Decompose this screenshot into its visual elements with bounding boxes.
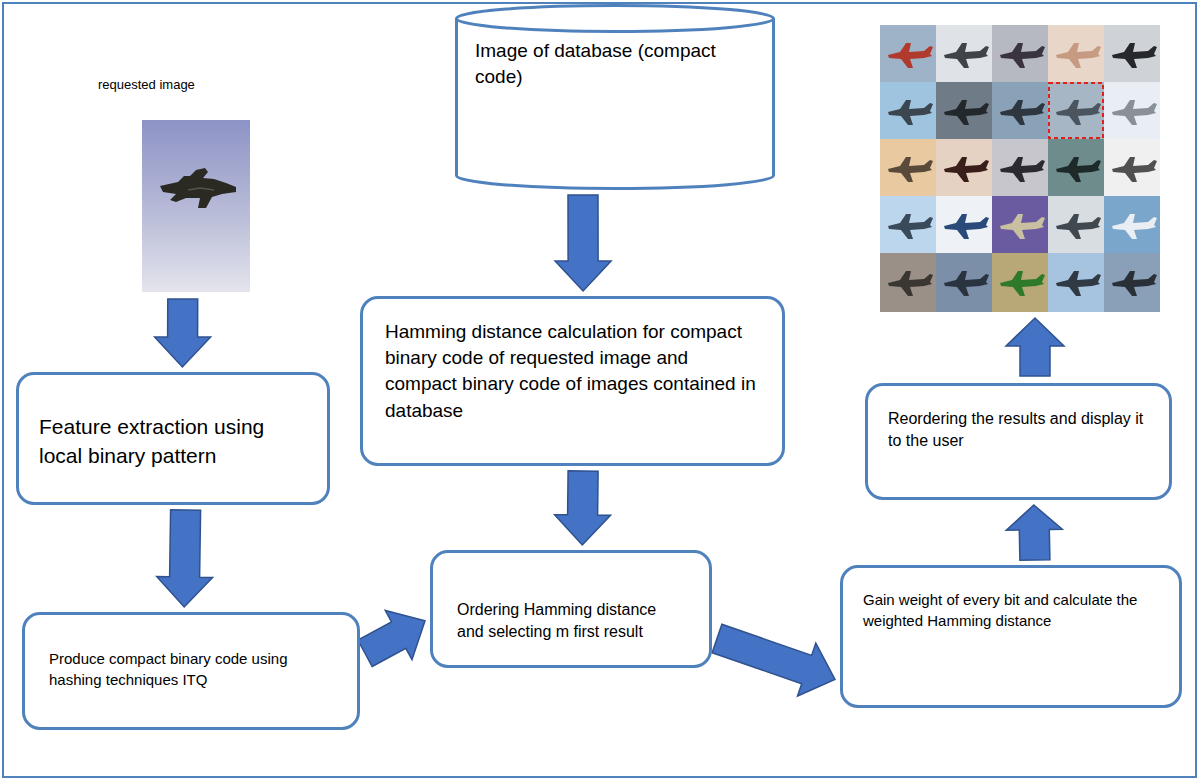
node-label: Image of database (compact code) <box>475 38 755 90</box>
block-arrow <box>555 471 611 545</box>
node-label: Produce compact binary code using hashin… <box>49 649 333 690</box>
block-arrow <box>712 624 835 696</box>
block-arrow <box>555 195 611 291</box>
node-label: Ordering Hamming distance and selecting … <box>457 599 685 643</box>
node-label: Feature extraction using local binary pa… <box>39 413 307 471</box>
node-label: Reordering the results and display it to… <box>888 408 1149 452</box>
block-arrow <box>358 611 425 667</box>
process-box: Hamming distance calculation for compact… <box>360 296 785 466</box>
process-box: Gain weight of every bit and calculate t… <box>840 565 1182 708</box>
cylinder-outline <box>455 4 775 190</box>
block-arrow <box>1006 505 1062 560</box>
block-arrow <box>1006 318 1064 376</box>
image-caption: requested image <box>98 76 257 94</box>
process-box: Ordering Hamming distance and selecting … <box>430 550 712 668</box>
node-label: Hamming distance calculation for compact… <box>385 319 760 424</box>
database-cylinder: Image of database (compact code) <box>455 4 775 190</box>
node-label: Gain weight of every bit and calculate t… <box>863 590 1159 631</box>
block-arrow <box>157 510 213 607</box>
query-photo <box>142 120 250 292</box>
result-grid <box>880 25 1160 312</box>
query-image: requested image <box>90 72 265 294</box>
process-box: Feature extraction using local binary pa… <box>16 372 330 505</box>
process-box: Reordering the results and display it to… <box>865 383 1172 500</box>
process-box: Produce compact binary code using hashin… <box>22 612 360 730</box>
block-arrow <box>155 299 211 367</box>
